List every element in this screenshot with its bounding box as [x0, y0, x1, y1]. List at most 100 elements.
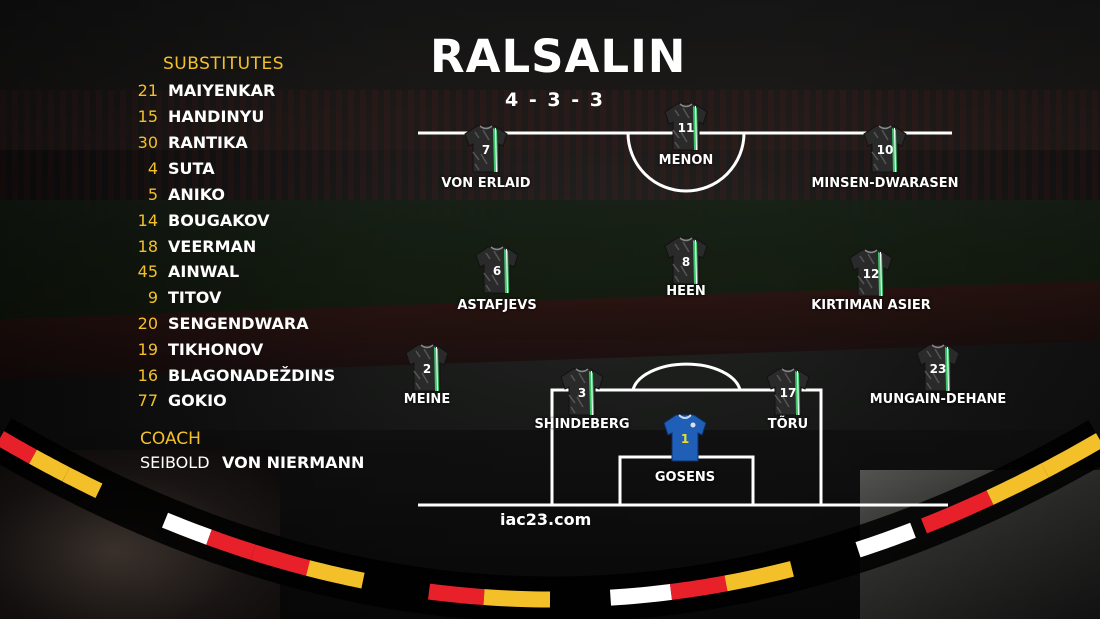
substitute-name: SUTA	[168, 159, 215, 178]
substitute-number: 21	[137, 81, 158, 100]
player-name: ASTAFJEVS	[457, 298, 537, 313]
substitute-number: 30	[137, 133, 158, 152]
stripe-segment	[855, 522, 916, 558]
player-number: 7	[481, 143, 491, 157]
shirt-icon	[765, 367, 811, 417]
substitute-row: 4 SUTA	[0, 157, 360, 181]
substitute-name: AINWAL	[168, 262, 240, 281]
substitute-name: HANDINYU	[168, 107, 265, 126]
player-number: 17	[779, 386, 797, 400]
shirt-icon	[663, 102, 709, 152]
player-name: GOSENS	[654, 470, 716, 485]
shirt-icon	[404, 343, 450, 393]
stripe-segment	[0, 431, 37, 464]
player-name: MEINE	[403, 392, 451, 407]
substitute-row: 21 MAIYENKAR	[0, 79, 360, 103]
substitute-name: MAIYENKAR	[168, 81, 276, 100]
substitute-number: 14	[137, 211, 158, 230]
stripe-segment	[986, 463, 1049, 505]
substitute-row: 18 VEERMAN	[0, 235, 360, 259]
substitute-row: 30 RANTIKA	[0, 131, 360, 155]
substitute-number: 4	[147, 159, 158, 178]
player-name: VON ERLAID	[441, 176, 531, 191]
stripe-segment	[921, 490, 994, 534]
substitute-name: BLAGONADEŽDINS	[168, 366, 336, 385]
stripe-segment	[483, 589, 551, 608]
stripe-segment	[427, 583, 485, 606]
substitute-row: 16 BLAGONADEŽDINS	[0, 364, 360, 388]
coach-first-name: SEIBOLD	[140, 453, 210, 472]
substitute-row: 77 GOKIO	[0, 389, 360, 413]
coach-last-name: VON NIERMANN	[222, 453, 365, 472]
website: iac23.com	[500, 510, 592, 529]
stripe-segment	[669, 575, 728, 600]
substitutes-title: SUBSTITUTES	[163, 54, 285, 74]
substitute-name: TIKHONOV	[168, 340, 264, 359]
player-name: MENON	[658, 153, 714, 168]
substitute-name: VEERMAN	[168, 237, 257, 256]
substitute-name: TITOV	[168, 288, 222, 307]
player-name: HEEN	[666, 284, 706, 299]
stripe-segment	[206, 529, 256, 560]
player-number: 1	[680, 432, 690, 446]
substitute-number: 5	[147, 185, 158, 204]
shirt-icon	[862, 124, 908, 174]
formation: 4 - 3 - 3	[505, 89, 605, 111]
substitute-row: 14 BOUGAKOV	[0, 209, 360, 233]
penalty-arc	[631, 362, 742, 391]
player-number: 11	[677, 121, 695, 135]
substitute-row: 19 TIKHONOV	[0, 338, 360, 362]
player-number: 2	[422, 362, 432, 376]
substitute-name: RANTIKA	[168, 133, 248, 152]
substitute-number: 77	[137, 391, 158, 410]
stripe-segment	[161, 512, 212, 545]
stripe-segment	[29, 449, 70, 482]
player-name: MINSEN-DWARASEN	[811, 176, 959, 191]
player-name: TÕRU	[767, 417, 809, 432]
penalty-area	[550, 388, 823, 505]
substitute-row: 45 AINWAL	[0, 260, 360, 284]
stripe-segment	[306, 560, 365, 589]
player-number: 3	[577, 386, 587, 400]
substitute-row: 5 ANIKO	[0, 183, 360, 207]
stripe-segment	[724, 561, 794, 592]
goalkeeper-shirt-icon	[662, 413, 708, 463]
player-number: 10	[876, 143, 894, 157]
substitute-number: 45	[137, 262, 158, 281]
shirt-icon	[474, 245, 520, 295]
shirt-icon	[915, 343, 961, 393]
stripe-segment	[1041, 433, 1100, 478]
shirt-icon	[663, 236, 709, 286]
substitute-name: BOUGAKOV	[168, 211, 270, 230]
substitute-name: ANIKO	[168, 185, 226, 204]
substitute-name: SENGENDWARA	[168, 314, 309, 333]
team-name: RALSALIN	[430, 30, 687, 83]
substitute-number: 18	[137, 237, 158, 256]
substitute-name: GOKIO	[168, 391, 227, 410]
shirt-icon	[463, 124, 509, 174]
stripe-segment	[62, 467, 103, 498]
player-name: MUNGAIN-DEHANE	[869, 392, 1007, 407]
coach-title: COACH	[140, 429, 201, 449]
substitute-number: 9	[147, 288, 158, 307]
substitute-number: 20	[137, 314, 158, 333]
player-number: 8	[681, 255, 691, 269]
substitute-row: 9 TITOV	[0, 286, 360, 310]
stripe-segment	[250, 544, 311, 576]
substitute-row: 15 HANDINYU	[0, 105, 360, 129]
substitute-row: 20 SENGENDWARA	[0, 312, 360, 336]
player-name: SHINDEBERG	[534, 417, 630, 432]
player-number: 6	[492, 264, 502, 278]
shirt-icon	[848, 248, 894, 298]
center-circle	[626, 132, 746, 193]
stripe-segment	[609, 584, 672, 606]
player-name: KIRTIMAN ASIER	[811, 298, 931, 313]
player-number: 23	[929, 362, 947, 376]
substitute-number: 15	[137, 107, 158, 126]
substitute-number: 19	[137, 340, 158, 359]
substitute-number: 16	[137, 366, 158, 385]
shirt-icon	[559, 367, 605, 417]
player-number: 12	[862, 267, 880, 281]
